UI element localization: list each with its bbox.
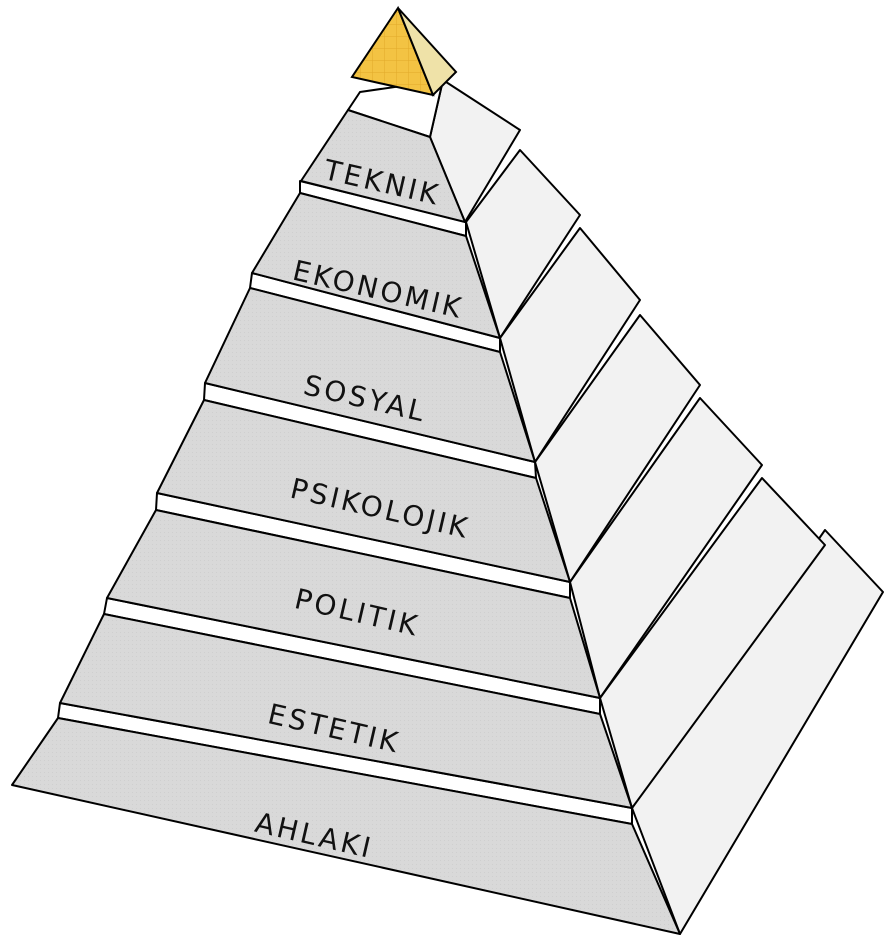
tiers-layer: AHLAKIESTETIKPOLITIKPSIKOLOJIKSOSYALEKON… — [12, 80, 883, 934]
capstone — [352, 8, 456, 95]
